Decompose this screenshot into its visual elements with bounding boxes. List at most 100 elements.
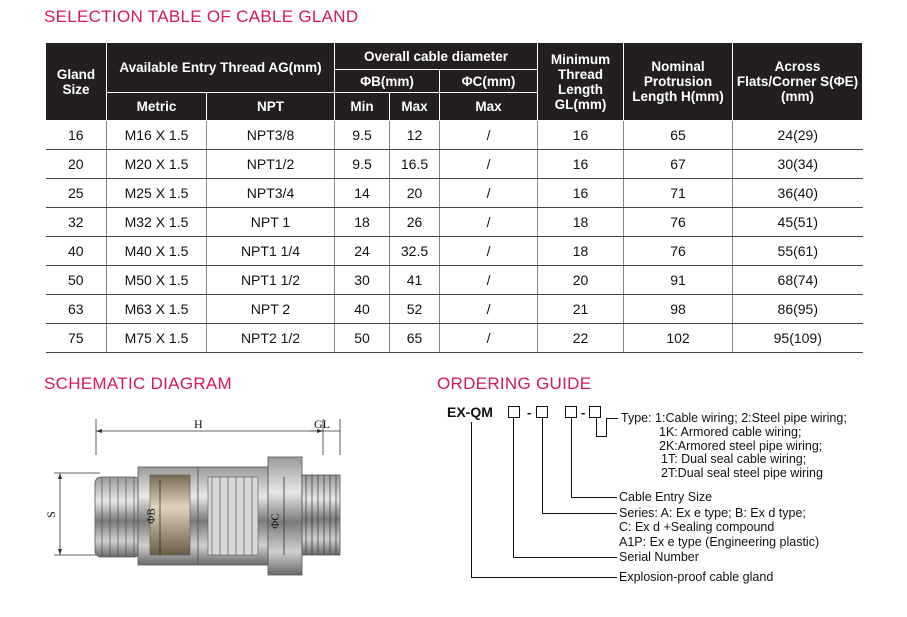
table-row: 32 M32 X 1.5 NPT 1 18 26 / 18 76 45(51)	[45, 207, 863, 237]
type-line-4: 1T: Dual seal cable wiring;	[661, 452, 807, 466]
cell-gland-size: 16	[45, 120, 107, 150]
serial-label: Serial Number	[619, 550, 699, 564]
cell-across-flats: 55(61)	[732, 236, 863, 266]
header-npt: NPT	[205, 92, 336, 121]
cell-min-thread: 20	[537, 265, 624, 295]
header-max: Max	[389, 92, 441, 121]
series-line-2: C: Ex d +Sealing compound	[619, 520, 775, 534]
cell-protrusion: 67	[623, 149, 733, 179]
table-row: 40 M40 X 1.5 NPT1 1/4 24 32.5 / 18 76 55…	[45, 236, 863, 266]
ordering-code: EX-QM	[447, 404, 493, 420]
cell-gland-size: 25	[45, 178, 107, 208]
cell-metric: M32 X 1.5	[106, 207, 207, 237]
cell-b-max: 12	[389, 120, 440, 150]
table-row: 25 M25 X 1.5 NPT3/4 14 20 / 16 71 36(40)	[45, 178, 863, 208]
cell-gland-size: 75	[45, 323, 107, 353]
table-row: 50 M50 X 1.5 NPT1 1/2 30 41 / 20 91 68(7…	[45, 265, 863, 295]
cell-protrusion: 76	[623, 236, 733, 266]
cell-min-thread: 16	[537, 149, 624, 179]
leader-line	[471, 422, 472, 577]
type-line-2: 1K: Armored cable wiring;	[659, 425, 802, 439]
cell-npt: NPT1/2	[205, 149, 335, 179]
leader-line	[542, 513, 617, 514]
code-box-series	[536, 406, 548, 418]
cell-b-min: 50	[334, 323, 390, 353]
cell-c-max: /	[439, 265, 538, 295]
entry-size-label: Cable Entry Size	[619, 490, 713, 504]
diagram-label-phic: ΦC	[269, 513, 282, 529]
series-line-3: A1P: Ex e type (Engineering plastic)	[619, 535, 820, 549]
header-across-flats: Across Flats/Corner S(ΦE) (mm)	[732, 42, 864, 121]
header-max-c: Max	[439, 92, 539, 121]
cell-b-min: 24	[334, 236, 390, 266]
cell-min-thread: 16	[537, 178, 624, 208]
cell-npt: NPT2 1/2	[205, 323, 335, 353]
code-box-serial	[508, 406, 520, 418]
cell-c-max: /	[439, 294, 538, 324]
code-dash: -	[581, 405, 586, 420]
cell-metric: M16 X 1.5	[106, 120, 207, 150]
cell-b-min: 14	[334, 178, 390, 208]
cell-b-min: 18	[334, 207, 390, 237]
code-box-entry-size	[565, 406, 577, 418]
leader-line	[471, 577, 617, 578]
ordering-guide-title: ORDERING GUIDE	[437, 374, 592, 393]
table-row: 75 M75 X 1.5 NPT2 1/2 50 65 / 22 102 95(…	[45, 323, 863, 353]
cell-c-max: /	[439, 207, 538, 237]
header-min: Min	[334, 92, 391, 121]
cell-metric: M75 X 1.5	[106, 323, 207, 353]
cell-b-min: 30	[334, 265, 390, 295]
cell-b-min: 9.5	[334, 120, 390, 150]
cell-npt: NPT 2	[205, 294, 335, 324]
cell-protrusion: 76	[623, 207, 733, 237]
header-gland-size: Gland Size	[45, 42, 107, 121]
leader-line	[596, 418, 597, 436]
cell-b-min: 9.5	[334, 149, 390, 179]
cell-npt: NPT3/4	[205, 178, 335, 208]
cell-c-max: /	[439, 323, 538, 353]
header-phi-c: ΦC(mm)	[439, 69, 539, 93]
header-entry-thread: Available Entry Thread AG(mm)	[105, 42, 336, 93]
cell-npt: NPT1 1/2	[205, 265, 335, 295]
cell-b-max: 26	[389, 207, 440, 237]
cell-c-max: /	[439, 149, 538, 179]
cell-across-flats: 68(74)	[732, 265, 863, 295]
cable-gland-schematic	[54, 419, 341, 576]
leader-line	[571, 418, 572, 497]
diagram-label-s: S	[43, 511, 58, 518]
cell-gland-size: 32	[45, 207, 107, 237]
leader-line	[596, 436, 606, 437]
cell-metric: M63 X 1.5	[106, 294, 207, 324]
cell-min-thread: 18	[537, 207, 624, 237]
cell-protrusion: 102	[623, 323, 733, 353]
cell-metric: M50 X 1.5	[106, 265, 207, 295]
selection-table-title: SELECTION TABLE OF CABLE GLAND	[44, 7, 359, 26]
cell-across-flats: 45(51)	[732, 207, 863, 237]
cell-across-flats: 24(29)	[732, 120, 863, 150]
header-overall-diameter: Overall cable diameter	[334, 42, 539, 70]
cell-metric: M40 X 1.5	[106, 236, 207, 266]
type-line-3: 2K:Armored steel pipe wiring;	[659, 439, 823, 453]
code-box-type	[589, 406, 601, 418]
leader-line	[513, 557, 617, 558]
cell-metric: M20 X 1.5	[106, 149, 207, 179]
schematic-title: SCHEMATIC DIAGRAM	[44, 374, 233, 393]
cell-across-flats: 95(109)	[732, 323, 863, 353]
cell-metric: M25 X 1.5	[106, 178, 207, 208]
cell-min-thread: 16	[537, 120, 624, 150]
cell-b-max: 65	[389, 323, 440, 353]
cell-b-max: 41	[389, 265, 440, 295]
cell-c-max: /	[439, 120, 538, 150]
table-row: 63 M63 X 1.5 NPT 2 40 52 / 21 98 86(95)	[45, 294, 863, 324]
cell-npt: NPT3/8	[205, 120, 335, 150]
type-line-1: Type: 1:Cable wiring; 2:Steel pipe wirin…	[621, 411, 847, 425]
cell-npt: NPT1 1/4	[205, 236, 335, 266]
cell-across-flats: 86(95)	[732, 294, 863, 324]
table-row: 16 M16 X 1.5 NPT3/8 9.5 12 / 16 65 24(29…	[45, 120, 863, 150]
cell-protrusion: 71	[623, 178, 733, 208]
cell-gland-size: 63	[45, 294, 107, 324]
leader-line	[606, 418, 618, 419]
cell-b-max: 16.5	[389, 149, 440, 179]
leader-line	[571, 497, 617, 498]
cell-gland-size: 20	[45, 149, 107, 179]
